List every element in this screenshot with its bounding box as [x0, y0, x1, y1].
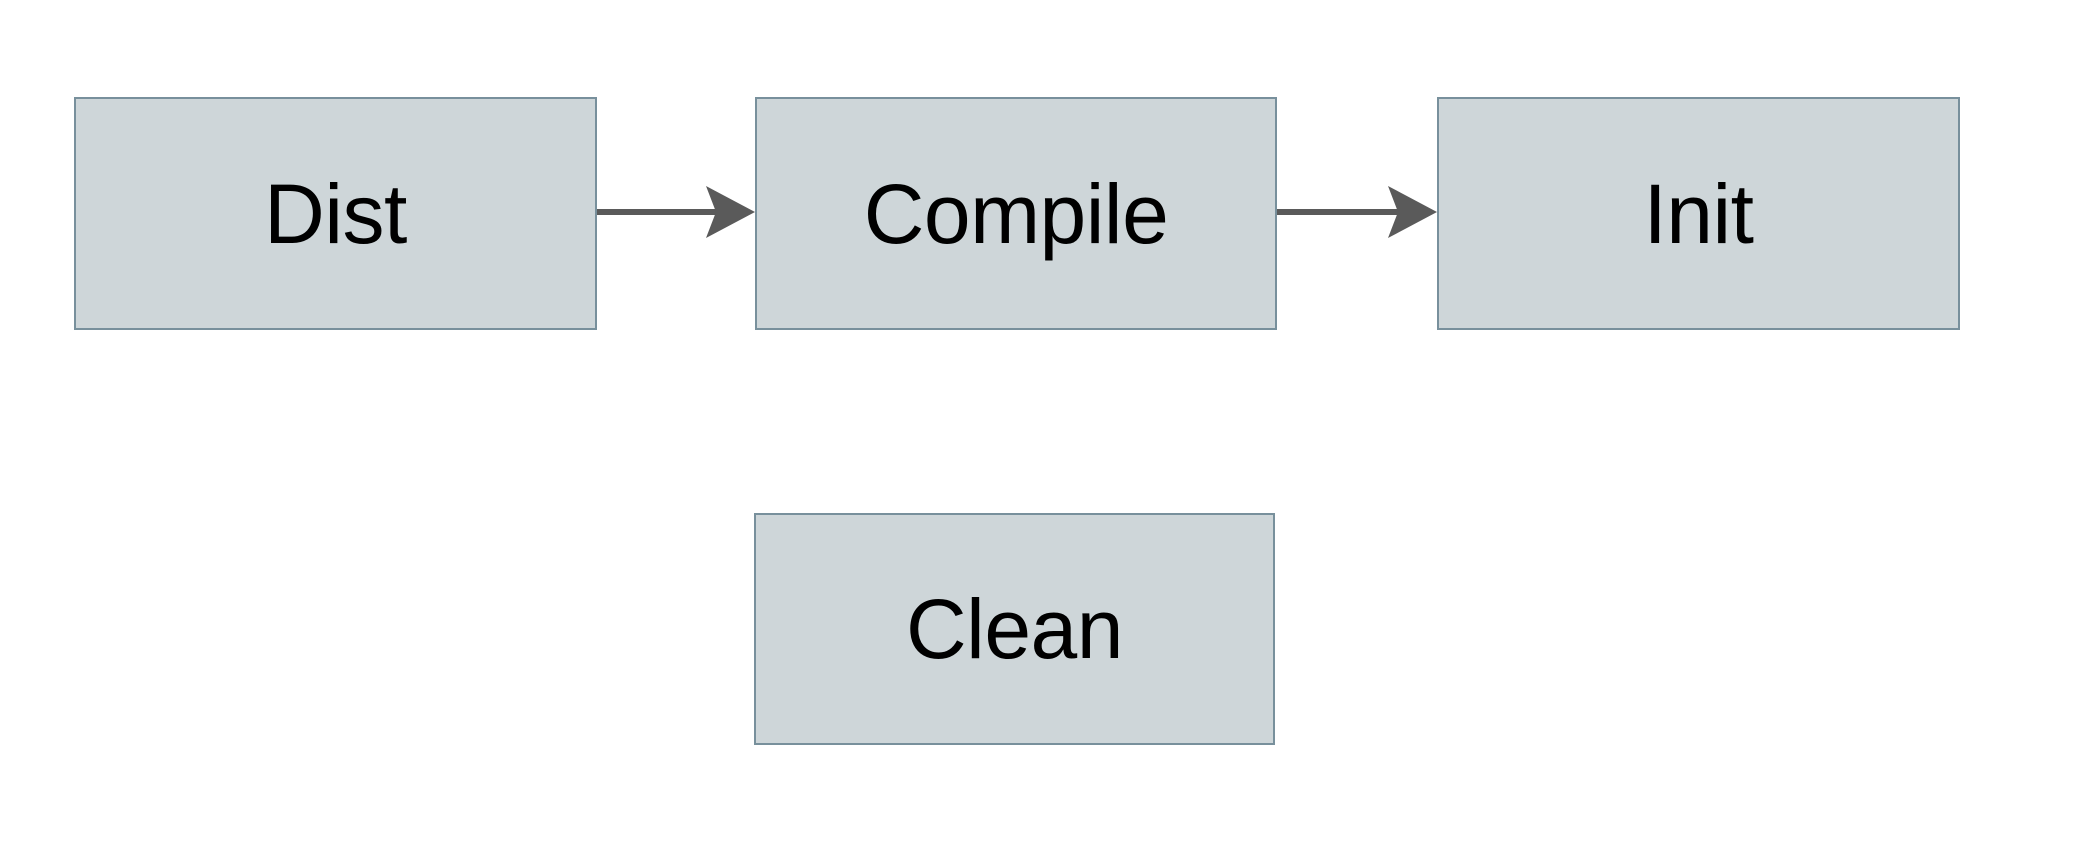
node-compile-label: Compile — [863, 166, 1169, 261]
node-init[interactable]: Init — [1437, 97, 1960, 330]
node-clean-label: Clean — [906, 582, 1123, 676]
node-dist-label: Dist — [264, 166, 407, 261]
edge-dist-to-compile-arrowhead — [706, 186, 755, 238]
edge-compile-to-init-arrowhead — [1388, 186, 1437, 238]
edge-compile-to-init[interactable] — [1277, 186, 1437, 238]
node-clean[interactable]: Clean — [754, 513, 1275, 745]
node-init-label: Init — [1643, 166, 1754, 261]
edge-dist-to-compile[interactable] — [597, 186, 755, 238]
node-compile[interactable]: Compile — [755, 97, 1277, 330]
node-dist[interactable]: Dist — [74, 97, 597, 330]
